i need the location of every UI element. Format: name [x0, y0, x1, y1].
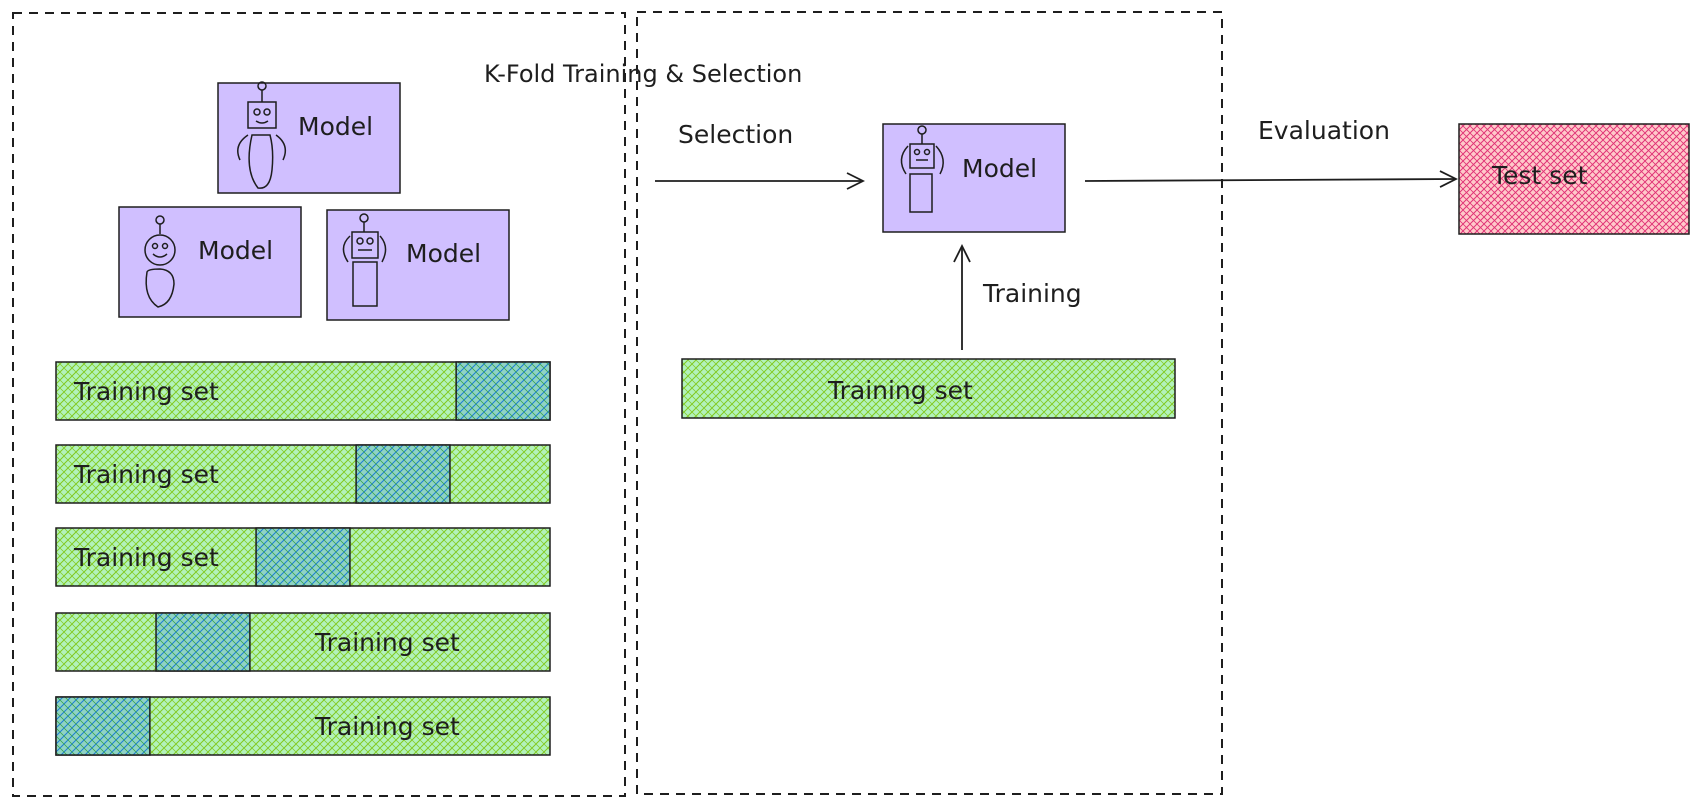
selection-label: Selection	[678, 120, 793, 149]
model-label-selected: Model	[962, 154, 1037, 183]
fold-row: Training set	[55, 527, 551, 587]
kfold-frame	[12, 12, 626, 797]
fold-row: Training set	[55, 612, 551, 672]
evaluation-label: Evaluation	[1258, 116, 1390, 145]
robot-icon	[900, 125, 944, 213]
training-set-label: Training set	[314, 712, 460, 741]
diagram-title: K-Fold Training & Selection	[484, 60, 802, 88]
model-box-top: Model	[217, 81, 401, 194]
training-set-label: Training set	[73, 460, 219, 489]
validation-fold	[55, 696, 151, 756]
test-set-label: Test set	[1491, 161, 1588, 190]
model-label-right: Model	[406, 239, 481, 268]
robot-icon	[144, 215, 176, 308]
fold-row: Training set	[55, 361, 551, 421]
robot-icon	[342, 213, 387, 307]
training-bar	[55, 444, 551, 504]
training-bar	[55, 612, 551, 672]
training-set-label: Training set	[73, 377, 219, 406]
model-box-selected: Model	[882, 123, 1066, 233]
model-box-left: Model	[118, 206, 302, 318]
model-box-right: Model	[326, 209, 510, 321]
fold-row: Training set	[55, 444, 551, 504]
validation-fold	[255, 527, 351, 587]
test-set: Test set	[1458, 123, 1690, 235]
evaluation-arrow	[1084, 179, 1456, 181]
fold-row: Training set	[55, 696, 551, 756]
validation-fold	[155, 612, 251, 672]
robot-icon	[237, 81, 287, 189]
model-label-top: Model	[298, 112, 373, 141]
final-training-set-label: Training set	[827, 376, 973, 405]
final-training-set: Training set	[681, 358, 1176, 419]
training-set-label: Training set	[314, 628, 460, 657]
validation-fold	[455, 361, 551, 421]
training-set-label: Training set	[73, 543, 219, 572]
model-label-left: Model	[198, 236, 273, 265]
training-label: Training	[982, 279, 1082, 308]
validation-fold	[355, 444, 451, 504]
selection-frame	[636, 11, 1223, 795]
